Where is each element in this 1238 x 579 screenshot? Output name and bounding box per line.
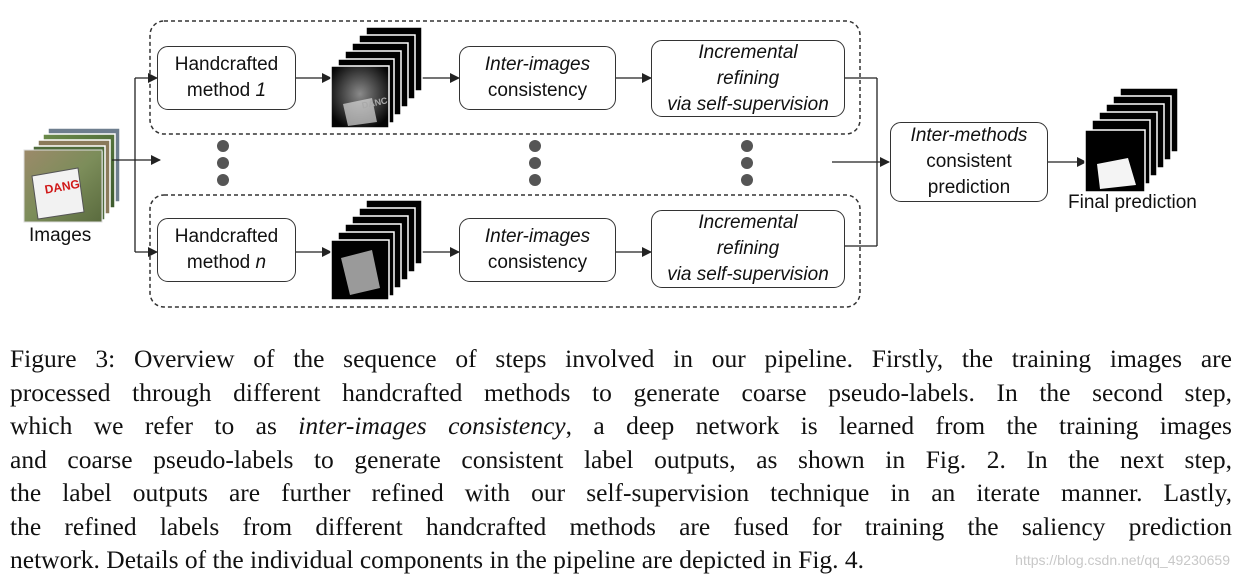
method-1-line2: method 1	[187, 78, 266, 104]
method-1-line1: Handcrafted	[174, 54, 279, 75]
caption-emphasis: inter-images consistency	[298, 411, 566, 440]
final-prediction-label: Final prediction	[1068, 192, 1197, 213]
refine-1-line2: refining	[716, 67, 780, 89]
caption-line-1: Figure 3: Overview of the sequence of st…	[10, 344, 1232, 373]
more-methods-ellipsis	[217, 140, 753, 186]
caption-line-2: processed through different handcrafted …	[10, 377, 1232, 407]
branch-1-pseudo-label-stack	[330, 26, 423, 129]
inter-images-consistency-n-box: Inter-images consistency	[459, 218, 616, 282]
method-1-index: 1	[255, 80, 267, 101]
input-images-stack	[23, 127, 121, 223]
incremental-refining-1-box: Incremental refining via self-supervisio…	[651, 40, 845, 117]
caption-line-6: the refined labels from different handcr…	[10, 511, 1232, 541]
caption-line-3-b: , a deep network is learned from the tra…	[565, 411, 1232, 440]
pipeline-figure: DANG DANC	[23, 20, 1197, 308]
incremental-refining-n-box: Incremental refining via self-supervisio…	[651, 210, 845, 288]
method-n-index: n	[255, 252, 267, 273]
handcrafted-method-n-box: Handcrafted method n	[157, 218, 296, 282]
method-1-prefix: method	[186, 80, 256, 101]
method-n-prefix: method	[186, 252, 256, 273]
caption-line-3: which we refer to as inter-images consis…	[10, 409, 1232, 443]
caption-line-7: network. Details of the individual compo…	[10, 545, 865, 574]
sign-label: DANG	[44, 177, 81, 197]
handcrafted-method-1-box: Handcrafted method 1	[157, 46, 296, 110]
fusion-line3: prediction	[927, 177, 1011, 198]
method-n-line1: Handcrafted	[174, 226, 279, 247]
final-prediction-stack	[1084, 87, 1179, 193]
consistency-n-line1: Inter-images	[484, 226, 591, 247]
method-n-line2: method n	[187, 250, 266, 276]
consistency-1-line1: Inter-images	[484, 54, 591, 75]
inter-images-consistency-1-box: Inter-images consistency	[459, 46, 616, 110]
fusion-line1: Inter-methods	[910, 125, 1028, 146]
images-label: Images	[29, 225, 92, 246]
figure-caption: Figure 3: Overview of the sequence of st…	[10, 342, 1232, 577]
caption-line-5: the label outputs are further refined wi…	[10, 478, 1232, 507]
caption-line-4: and coarse pseudo-labels to generate con…	[10, 444, 1232, 474]
consistency-n-line2: consistency	[487, 252, 588, 273]
refine-1-line3: via self-supervision	[667, 93, 829, 115]
consistency-1-line2: consistency	[487, 80, 588, 101]
watermark-url: https://blog.csdn.net/qq_49230659	[1015, 552, 1230, 568]
branch-n-pseudo-label-stack	[330, 199, 423, 301]
fusion-line2: consistent	[926, 151, 1012, 172]
refine-n-line3: via self-supervision	[667, 264, 829, 285]
pipeline-diagram-svg: DANG DANC	[23, 20, 1179, 308]
refine-n-line1: Incremental	[698, 212, 798, 233]
caption-line-3-a: which we refer to as	[10, 411, 299, 440]
inter-methods-fusion-box: Inter-methods consistent prediction	[890, 122, 1048, 202]
refine-1-line1: Incremental	[698, 41, 798, 63]
refine-n-line2: refining	[716, 238, 780, 259]
